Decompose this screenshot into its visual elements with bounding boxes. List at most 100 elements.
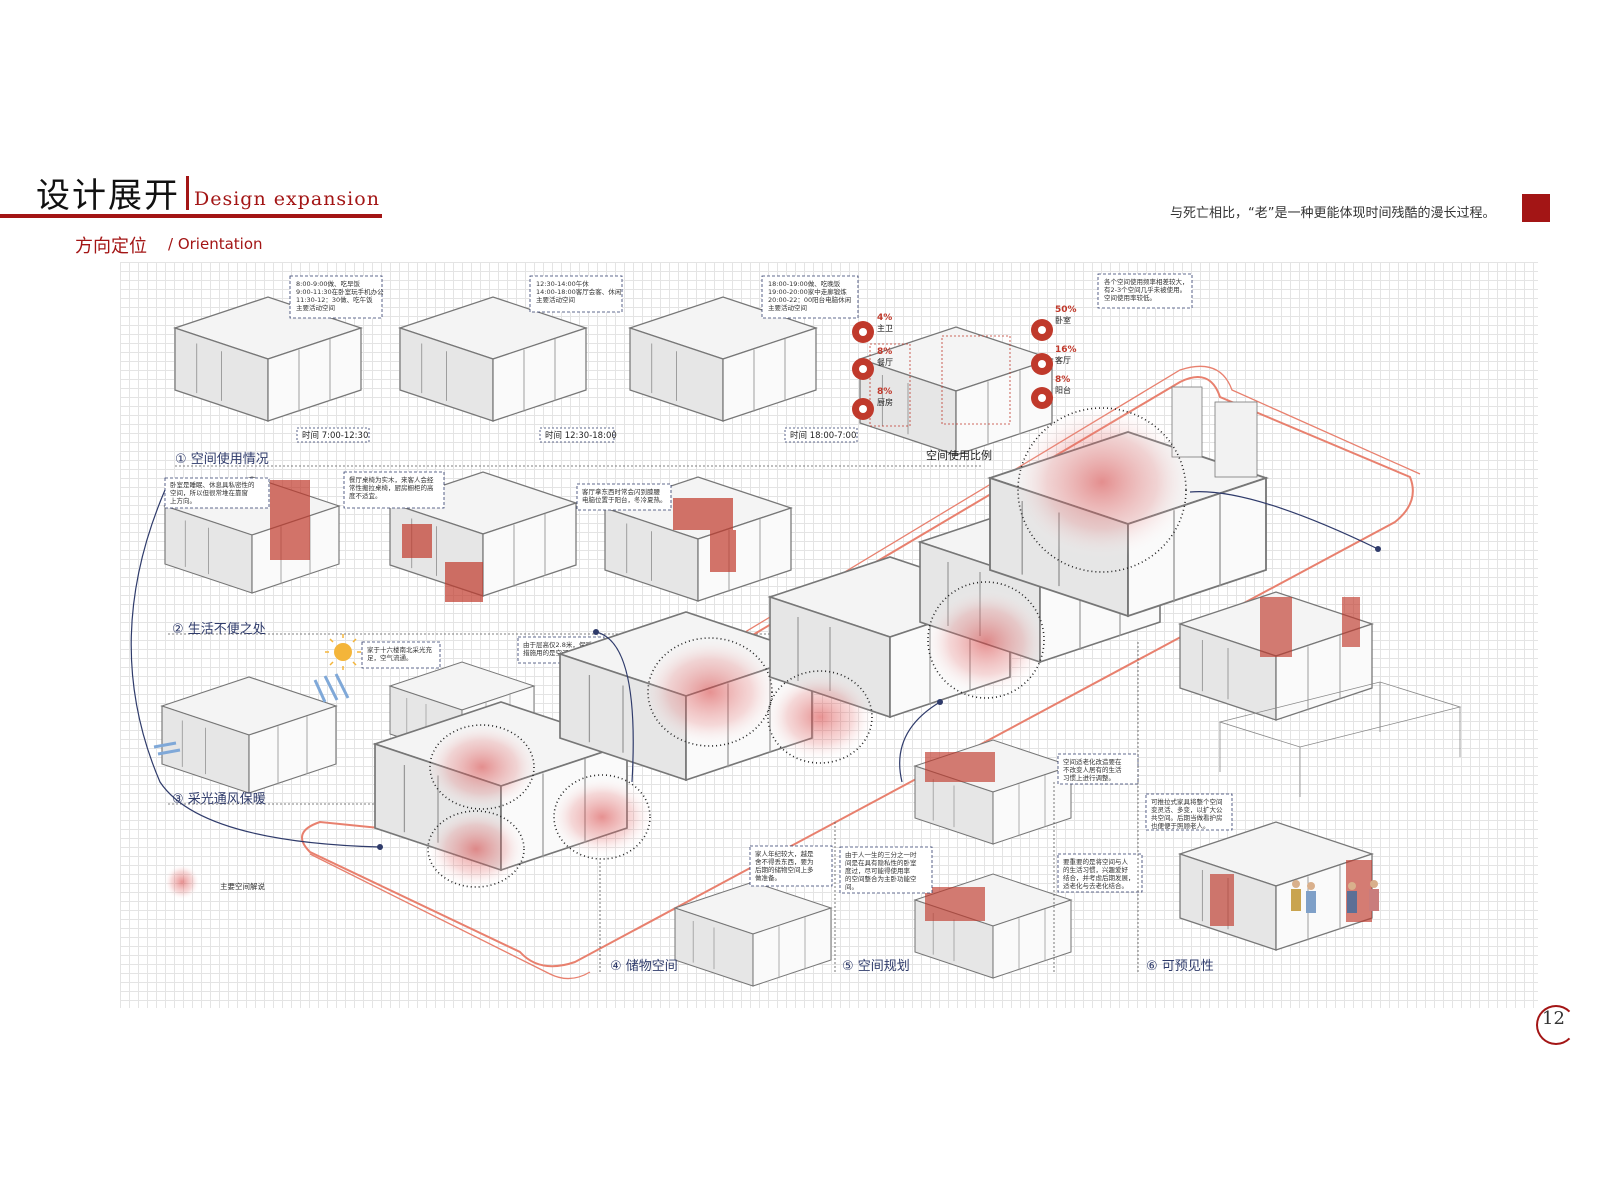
flow-loop [301, 376, 1414, 968]
planning-note-3-line-2: 的生活习惯，兴趣爱好 [1063, 865, 1129, 874]
ratio-note-line-3: 空间使用率较低。 [1104, 293, 1156, 302]
section-subtitle: 方向定位 [75, 236, 147, 257]
usage-note-1-line-4: 主要活动空间 [296, 303, 335, 312]
usage-note-2-line-3: 主要活动空间 [536, 295, 575, 304]
legend: 主要空间解说 [164, 864, 265, 900]
room-bathroom: 主卫 [877, 323, 893, 333]
connector-lines [130, 489, 1379, 848]
planning-note-1-line-2: 间是在具有隐私性的卧室 [845, 858, 917, 867]
usage-section: 8:00-9:00做、吃早饭 9:00-11:30在卧室玩手机办公 11:30-… [174, 273, 1193, 467]
legend-label: 主要空间解说 [220, 881, 265, 891]
section-label-inconvenience: ② 生活不便之处 [172, 622, 266, 637]
ratio-note-line-1: 各个空间使用频率相差较大， [1104, 277, 1189, 286]
wind-arrows-icon [313, 673, 350, 703]
floorplan-storage [674, 881, 832, 987]
room-kitchen: 厨房 [877, 397, 893, 407]
planning-note-3: 要重要的是将空间与人 的生活习惯，兴趣爱好 结合，并考虑后期发展， 适老化与去老… [1057, 853, 1143, 893]
usage-note-1-line-3: 11:30-12：30做、吃午饭 [296, 295, 373, 304]
future-note-line-3: 共空间。后期当做看护房 [1151, 813, 1223, 822]
sun-icon [325, 634, 361, 670]
usage-note-3-line-3: 20:00-22：00阳台电脑休闲 [768, 295, 851, 304]
light-note-1: 家于十六楼南北采光充 足，空气流通。 [361, 641, 441, 669]
diagram-canvas: 8:00-9:00做、吃早饭 9:00-11:30在卧室玩手机办公 11:30-… [120, 262, 1538, 1008]
usage-note-2-line-2: 14:00-18:00客厅会客、休闲 [536, 287, 621, 296]
section-label-future: ⑥ 可预见性 [1146, 959, 1214, 974]
planning-note-1-line-3: 度过，尽可能得使用率 [845, 866, 911, 875]
ratio-note-line-2: 有2-3个空间几乎未被使用。 [1104, 285, 1186, 294]
room-balcony: 阳台 [1055, 385, 1071, 395]
inconvenience-note-2-line-1: 餐厅桌椅为实木，来客人会经 [349, 475, 434, 484]
airflow-icon [153, 741, 181, 756]
storage-note-line-3: 后期的储物空间上多 [755, 865, 814, 874]
floorplan-light [161, 676, 337, 794]
inconvenience-note-3: 客厅拿东西时常会闪到膝腰 电脑位置于阳台，冬冷夏热。 [576, 483, 672, 511]
planning-note-3-line-3: 结合，并考虑后期发展， [1063, 873, 1135, 882]
inconvenience-note-1-line-1: 卧室是睡眠、休息具私密性的 [170, 480, 255, 489]
inconvenience-note-1-line-2: 空间，所以但很常堆在靠窗 [170, 488, 248, 497]
pct-bathroom: 4% [877, 313, 892, 323]
inconvenience-note-1: 卧室是睡眠、休息具私密性的 空间，所以但很常堆在靠窗 上方向。 [164, 477, 270, 509]
usage-note-1-line-2: 9:00-11:30在卧室玩手机办公 [296, 287, 384, 296]
section-subtitle-en: / Orientation [168, 235, 263, 253]
usage-note-3-line-1: 18:00-19:00做、吃晚饭 [768, 279, 841, 288]
usage-note-1-line-1: 8:00-9:00做、吃早饭 [296, 279, 361, 288]
pct-dining: 8% [877, 347, 892, 357]
planning-note-2-line-1: 空间适老化改造要在 [1063, 757, 1122, 766]
inconvenience-note-2: 餐厅桌椅为实木，来客人会经 常性搬拉桌椅，厨房橱柜的高 度不适宜。 [343, 471, 445, 509]
storage-note-line-2: 舍不得丢东西，要为 [755, 857, 814, 866]
storage-note-line-1: 家人年纪较大，越是 [755, 849, 814, 858]
pct-bedroom: 50% [1055, 305, 1077, 315]
usage-note-2-line-1: 12:30-14:00午休 [536, 279, 589, 288]
room-dining: 餐厅 [877, 358, 893, 367]
section-label-usage: ① 空间使用情况 [175, 451, 269, 467]
future-note: 可推拉式家具将整个空间 变灵活、多变，以扩大公 共空间。后期当做看护房 也便便于… [1145, 793, 1233, 831]
ratio-pies: 4% 主卫 8% 餐厅 8% 厨房 50% 卧室 16% 客厅 8% 阳台 [852, 305, 1077, 420]
future-section: 可推拉式家具将整个空间 变灵活、多变，以扩大公 共空间。后期当做看护房 也便便于… [1137, 591, 1462, 974]
pct-living: 16% [1055, 345, 1077, 355]
usage-note-3-line-4: 主要活动空间 [768, 303, 807, 312]
planning-note-2: 空间适老化改造要在 不改变人居有的生活 习惯上进行调整。 [1057, 753, 1139, 785]
light-note-2-line-1: 由于层高仅2.8米，保暖 [523, 640, 592, 649]
ratio-note: 各个空间使用频率相差较大， 有2-3个空间几乎未被使用。 空间使用率较低。 [1097, 273, 1193, 309]
room-bedroom: 卧室 [1055, 315, 1071, 325]
time-afternoon: 时间 12:30-18:00 [545, 430, 617, 441]
planning-note-2-line-2: 不改变人居有的生活 [1063, 765, 1122, 774]
storage-note-line-4: 做准备。 [755, 873, 781, 882]
planning-note-3-line-1: 要重要的是将空间与人 [1063, 857, 1129, 866]
page-number-circle [1536, 1005, 1576, 1045]
usage-note-1: 8:00-9:00做、吃早饭 9:00-11:30在卧室玩手机办公 11:30-… [289, 275, 384, 319]
pct-kitchen: 8% [877, 387, 892, 397]
planning-note-1-line-5: 间。 [845, 883, 858, 891]
diagram-svg: 8:00-9:00做、吃早饭 9:00-11:30在卧室玩手机办公 11:30-… [130, 273, 1462, 987]
usage-note-2: 12:30-14:00午休 14:00-18:00客厅会客、休闲 主要活动空间 [529, 275, 623, 313]
title-underline [0, 214, 382, 218]
focus-circles [427, 407, 1187, 888]
page-title-en: Design expansion [194, 188, 380, 210]
inconvenience-section: 卧室是睡眠、休息具私密性的 空间，所以但很常堆在靠窗 上方向。 餐厅桌椅为实木，… [164, 471, 982, 637]
page-title: 设计展开 [36, 176, 180, 216]
inconvenience-note-2-line-3: 度不适宜。 [349, 491, 382, 500]
room-living: 客厅 [1055, 355, 1071, 365]
inconvenience-note-3-line-1: 客厅拿东西时常会闪到膝腰 [582, 487, 661, 496]
planning-note-3-line-4: 适老化与去老化结合。 [1063, 881, 1128, 890]
floorplan-future-bottom [1179, 821, 1373, 951]
future-note-line-1: 可推拉式家具将整个空间 [1151, 797, 1223, 806]
usage-note-3-line-2: 19:00-20:00家中走廊锻炼 [768, 287, 847, 296]
accent-square [1522, 194, 1550, 222]
future-note-line-4: 也便便于照顾老人。 [1151, 821, 1210, 830]
floorplan-afternoon [399, 296, 587, 422]
future-note-line-2: 变灵活、多变，以扩大公 [1151, 805, 1223, 814]
pct-balcony: 8% [1055, 375, 1070, 385]
light-note-1-line-1: 家于十六楼南北采光充 [367, 645, 433, 654]
planning-note-1-line-4: 的空间整合为主卧功能空 [845, 874, 917, 883]
light-note-1-line-2: 足，空气流通。 [367, 653, 413, 662]
frame-wireframe [1218, 681, 1462, 797]
planning-note-2-line-3: 习惯上进行调整。 [1063, 773, 1115, 782]
inconvenience-note-2-line-2: 常性搬拉桌椅，厨房橱柜的高 [349, 483, 434, 492]
section-label-planning: ⑤ 空间规划 [842, 959, 910, 974]
planning-note-1-line-1: 由于人一生的三分之一时 [845, 850, 917, 859]
storage-section: 家人年纪较大，越是 舍不得丢东西，要为 后期的储物空间上多 做准备。 ④ 储物空… [599, 845, 833, 987]
legend-heat-swatch [164, 864, 200, 900]
planning-section: 由于人一生的三分之一时 间是在具有隐私性的卧室 度过，尽可能得使用率 的空间整合… [834, 739, 1143, 979]
planning-note-1: 由于人一生的三分之一时 间是在具有隐私性的卧室 度过，尽可能得使用率 的空间整合… [839, 846, 933, 894]
